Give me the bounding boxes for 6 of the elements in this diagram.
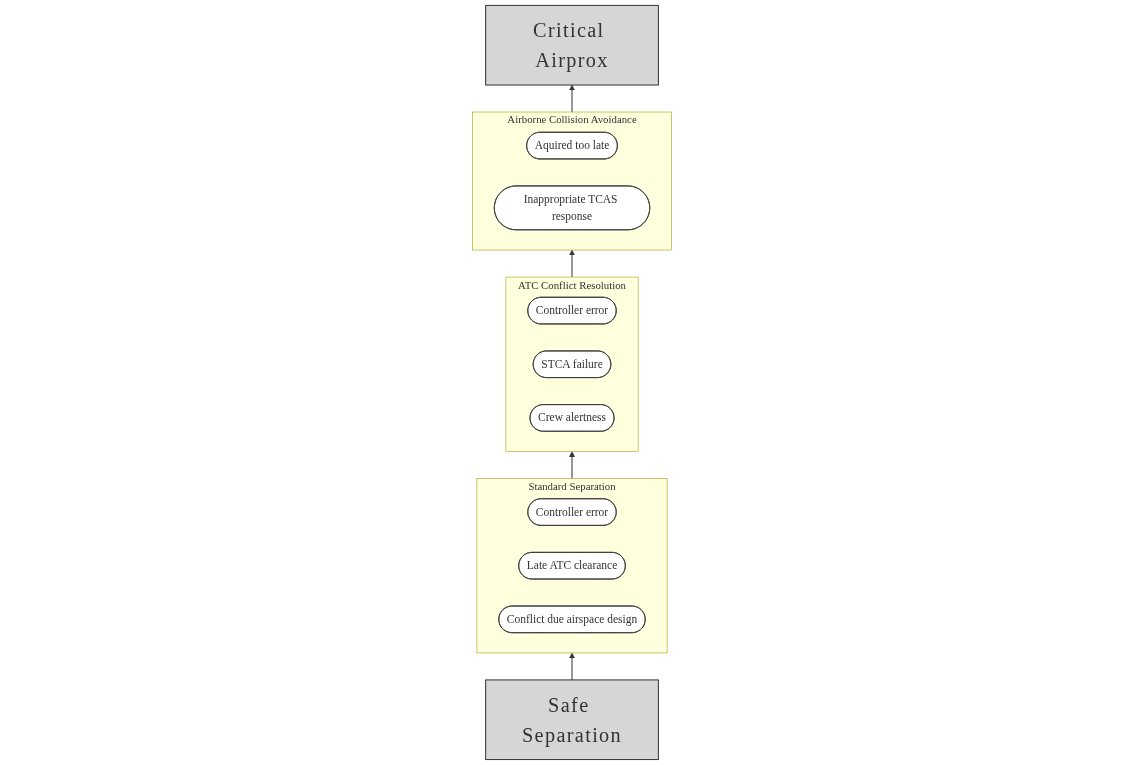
arrow	[569, 249, 575, 278]
arrow	[569, 451, 575, 479]
arrow	[569, 652, 575, 681]
node-box: Safe Separation	[485, 679, 659, 761]
arrow	[569, 84, 575, 113]
node-box: Critical Airprox	[485, 4, 659, 86]
